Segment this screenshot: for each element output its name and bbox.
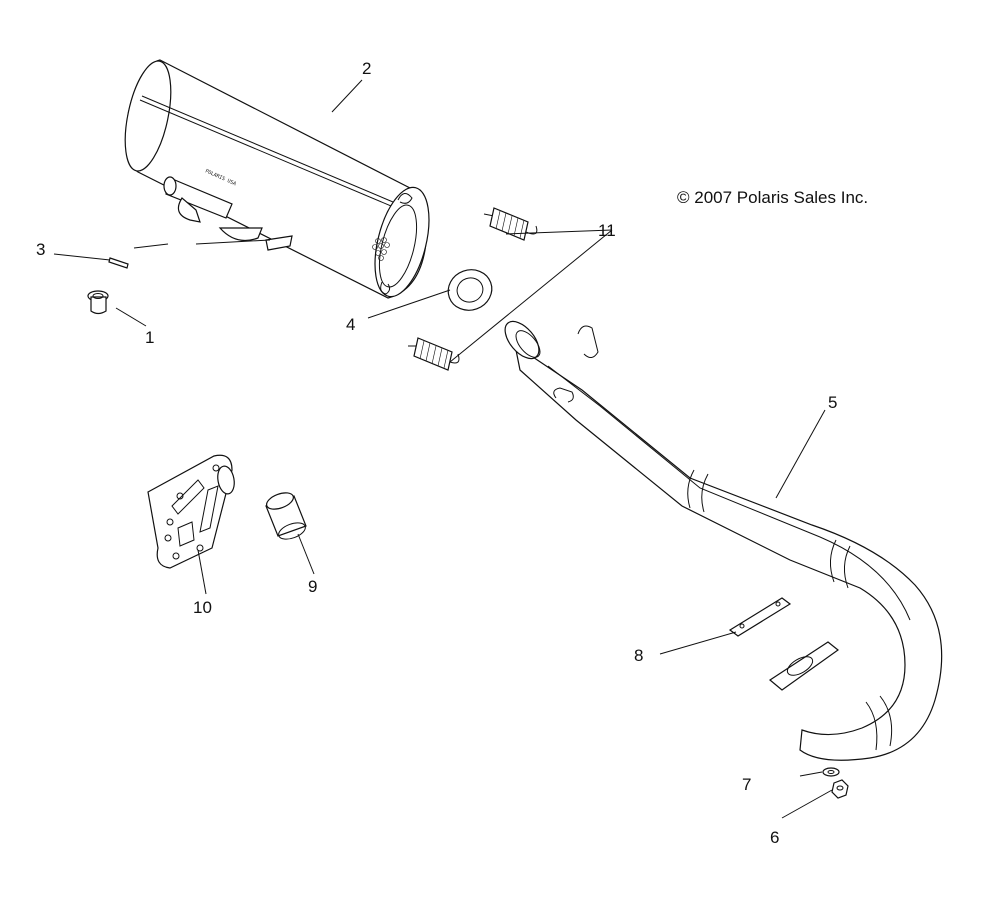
alignment-line [195,239,271,245]
callout-4: 4 [346,315,355,334]
callout-6: 6 [770,828,779,847]
washer [822,767,840,777]
callout-8: 8 [634,646,643,665]
nut [831,779,849,799]
muffler: POLARIS USA [124,59,430,299]
callout-1: 1 [145,328,154,347]
alignment-line [133,243,169,249]
pin [108,257,129,269]
callout-5: 5 [828,393,837,412]
spring-upper [483,207,538,241]
callout-7: 7 [742,775,751,794]
leader-lines [53,79,833,819]
bushing [87,290,109,315]
callout-2: 2 [362,59,371,78]
callout-10: 10 [193,598,212,617]
mounting-bracket [147,454,235,569]
callout-11: 11 [598,221,616,240]
head-pipe [504,320,943,761]
spacer [265,492,307,540]
callout-3: 3 [36,240,45,259]
spring-lower [408,337,460,371]
flange-gasket [728,597,792,637]
callouts: 2 3 1 11 4 5 7 6 8 9 10 [36,59,837,847]
callout-9: 9 [308,577,317,596]
muffler-outlet [372,237,390,261]
copyright-notice: © 2007 Polaris Sales Inc. [677,188,868,207]
exhaust-gasket-ring [447,269,493,311]
